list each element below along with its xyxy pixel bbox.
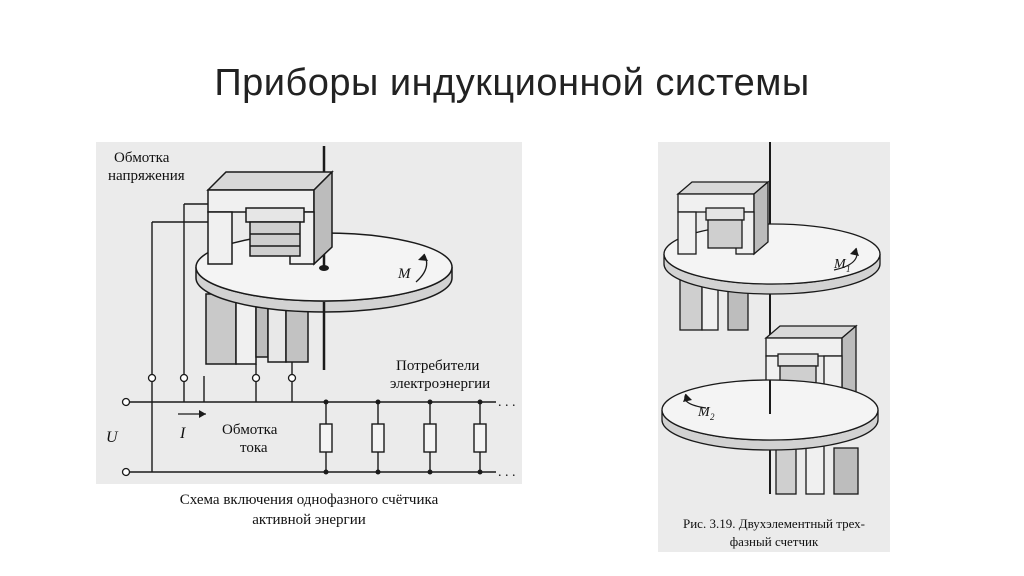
voltage-coil-label-line2: напряжения — [108, 168, 185, 184]
rotation-arrowhead-2 — [683, 394, 692, 402]
torque-label: M — [397, 266, 412, 282]
current-coil-label-line1: Обмотка — [222, 422, 278, 438]
voltage-coil-magnet — [206, 170, 334, 266]
element1-lower-magnet — [679, 279, 749, 331]
torque-label-2: M — [697, 405, 711, 420]
two-element-meter-diagram: M 1 M 2 Рис. 3.19. Двухэлементный трех- … — [658, 142, 890, 552]
rotation-arrowhead — [418, 254, 428, 261]
current-arrowhead — [199, 410, 206, 418]
single-phase-meter-diagram: M . . . . . . I U Об — [96, 142, 522, 484]
load-resistors — [319, 423, 487, 453]
torque-label-1: M — [833, 257, 847, 272]
ellipsis-top: . . . — [498, 395, 516, 410]
torque-label-2-subscript: 2 — [710, 412, 715, 422]
spindle-pivot — [319, 265, 329, 271]
rotation-arrow-2 — [684, 393, 707, 409]
left-caption-line2: активной энергии — [252, 512, 366, 528]
current-coil-magnet — [205, 293, 309, 365]
right-caption-line2: фазный счетчик — [730, 534, 819, 549]
current-label: I — [179, 425, 186, 442]
element2-lower-magnet — [775, 445, 859, 495]
voltage-coil-label-line1: Обмотка — [114, 150, 170, 166]
terminals — [121, 373, 297, 477]
ellipsis-bottom: . . . — [498, 465, 516, 480]
consumers-label-line1: Потребители — [396, 358, 479, 374]
right-caption-line1: Рис. 3.19. Двухэлементный трех- — [683, 516, 865, 531]
left-caption-line1: Схема включения однофазного счётчика — [179, 492, 439, 508]
rotation-arrowhead-1 — [850, 248, 859, 256]
torque-label-1-subscript: 1 — [846, 264, 851, 274]
junctions — [323, 399, 483, 475]
slide-title: Приборы индукционной системы — [214, 62, 810, 104]
left-figure-caption: Схема включения однофазного счётчика акт… — [96, 490, 522, 530]
voltage-label: U — [106, 429, 119, 446]
consumers-label-line2: электроэнергии — [390, 376, 490, 392]
element1-upper-magnet — [676, 180, 770, 256]
current-coil-label-line2: тока — [240, 440, 268, 456]
